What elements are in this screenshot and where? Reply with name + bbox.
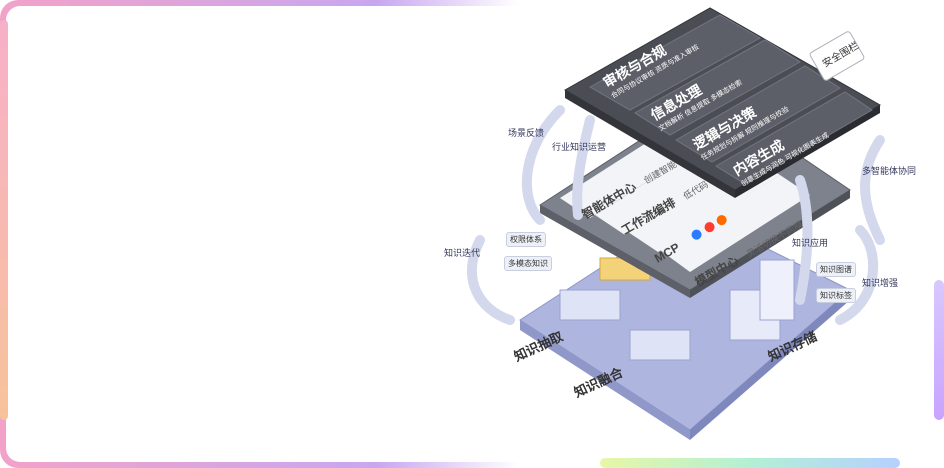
- arrow-icon: [466, 235, 515, 325]
- security-tag: [809, 31, 865, 81]
- label-multimodal: 多模态知识: [504, 256, 552, 271]
- label-permission-system: 权限体系: [506, 232, 546, 247]
- arrow-icon: [572, 115, 595, 220]
- left-gradient-edge: [0, 20, 8, 420]
- flow-knowledge-application: 知识应用: [792, 238, 829, 248]
- right-gradient-edge: [934, 280, 944, 420]
- bottom-layer: [519, 209, 851, 440]
- flow-multi-agent: 多智能体协同: [862, 166, 917, 176]
- extraction-machine: [559, 289, 621, 321]
- storage-servers: [759, 259, 795, 321]
- flow-knowledge-iteration: 知识迭代: [444, 248, 481, 258]
- top-layer: [563, 7, 881, 198]
- fusion-machine: [629, 329, 691, 361]
- arrow-icon: [860, 135, 885, 245]
- label-tags: 知识标签: [816, 288, 856, 303]
- tool-icon: [689, 227, 704, 242]
- bottom-gradient-edge: [600, 458, 900, 468]
- label-graph: 知识图谱: [816, 262, 856, 277]
- flow-arrows: [466, 105, 885, 325]
- arrow-icon: [795, 175, 813, 305]
- flow-knowledge-enhance: 知识增强: [862, 278, 899, 288]
- flow-industry-ops: 行业知识运营: [552, 142, 607, 152]
- tool-icon: [702, 220, 717, 235]
- middle-row-subtitle: [686, 237, 691, 246]
- flow-scene-feedback: 场景反馈: [508, 128, 545, 138]
- arrow-icon: [521, 105, 565, 225]
- arrow-icon: [835, 225, 879, 325]
